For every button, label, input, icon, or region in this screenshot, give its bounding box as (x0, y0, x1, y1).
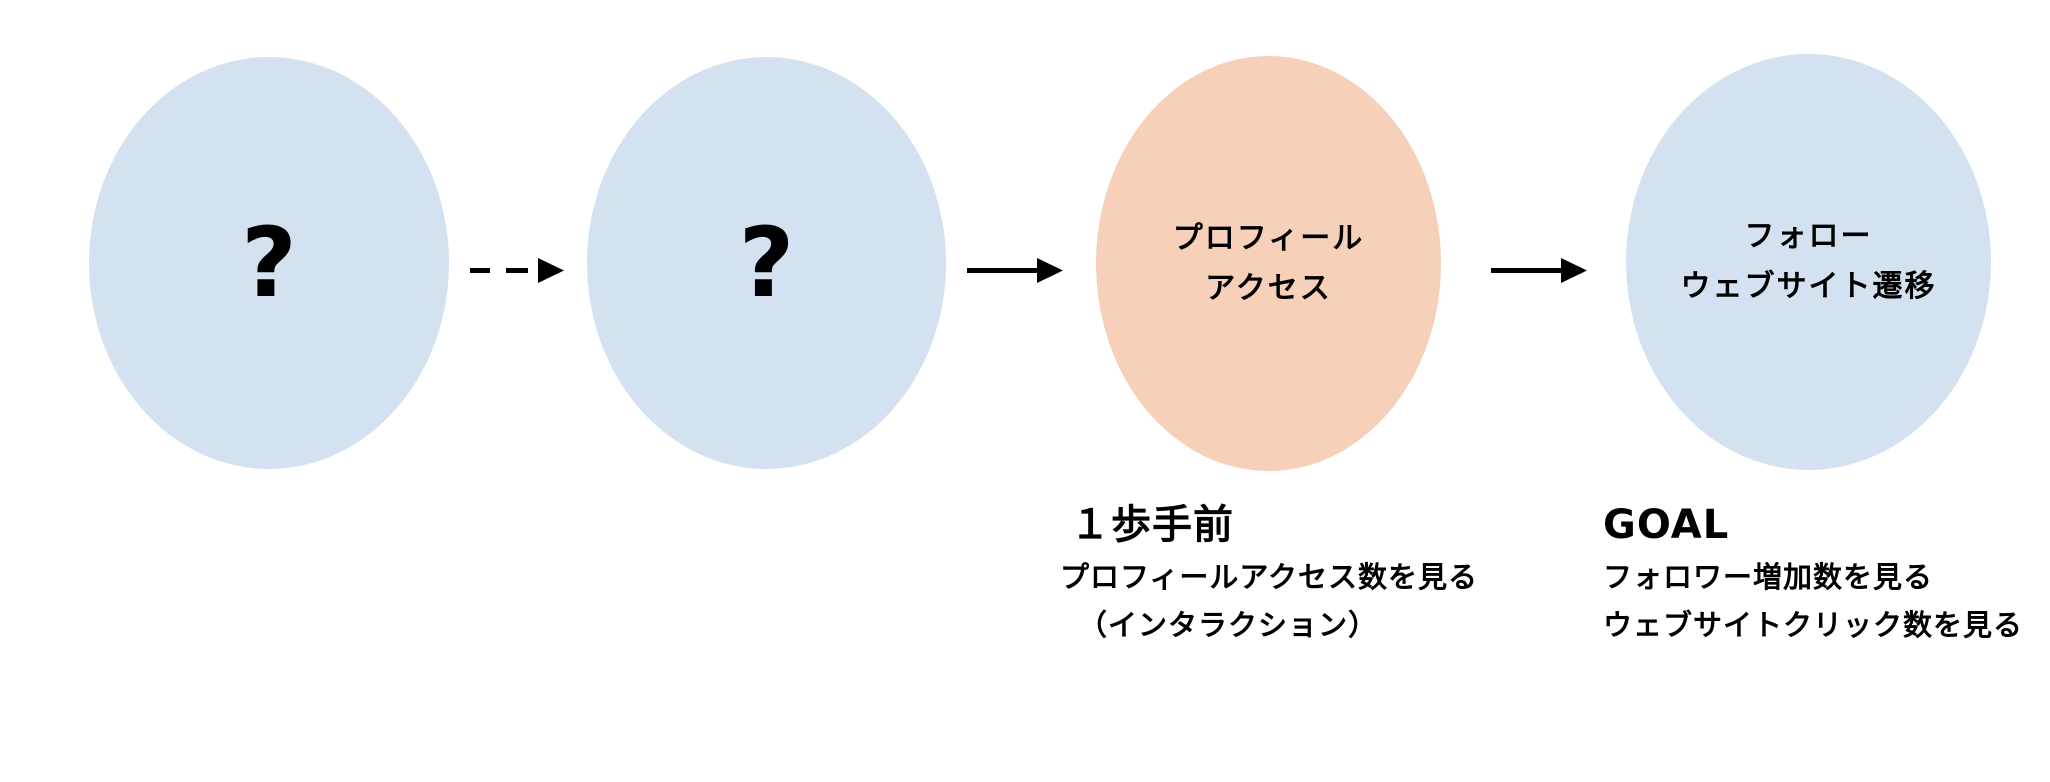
profile-access-node: プロフィール アクセス (1096, 56, 1441, 471)
unknown-node-1-label: ? (241, 207, 297, 319)
follow-website-node: フォロー ウェブサイト遷移 (1626, 54, 1991, 470)
solid-arrow-icon (967, 258, 1063, 283)
dashed-arrow-icon (470, 258, 564, 283)
follow-website-line2: ウェブサイト遷移 (1680, 269, 1937, 304)
goal-line1: フォロワー増加数を見る (1603, 560, 1934, 594)
step-before-caption: １歩手前 プロフィールアクセス数を見る （インタラクション） (1060, 497, 1478, 649)
goal-caption: GOAL フォロワー増加数を見る ウェブサイトクリック数を見る (1603, 497, 2023, 649)
unknown-node-2-label: ? (738, 207, 795, 319)
step-before-line1: プロフィールアクセス数を見る (1060, 560, 1478, 594)
goal-title: GOAL (1603, 502, 1730, 548)
profile-access-line2: アクセス (1205, 270, 1332, 306)
goal-line2: ウェブサイトクリック数を見る (1603, 608, 2024, 642)
unknown-node-2: ? (587, 57, 946, 469)
follow-website-line1: フォロー (1744, 219, 1873, 254)
unknown-node-1: ? (89, 57, 449, 469)
solid-arrow-icon (1491, 258, 1587, 283)
step-before-title: １歩手前 (1070, 502, 1234, 548)
profile-access-line1: プロフィール (1172, 220, 1365, 256)
step-before-line2: （インタラクション） (1078, 608, 1379, 642)
